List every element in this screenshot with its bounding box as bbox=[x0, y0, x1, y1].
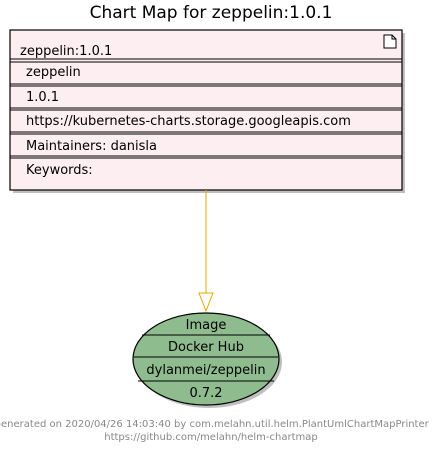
chart-repo-url-row: https://kubernetes-charts.storage.google… bbox=[26, 114, 351, 129]
chart-node-header: zeppelin:1.0.1 bbox=[20, 44, 112, 59]
arrowhead-icon bbox=[198, 292, 214, 313]
chart-keywords-row: Keywords: bbox=[26, 163, 93, 178]
diagram-title: Chart Map for zeppelin:1.0.1 bbox=[90, 3, 333, 23]
chart-node: zeppelin:1.0.1 zeppelin 1.0.1 https://ku… bbox=[9, 29, 405, 193]
document-icon bbox=[383, 34, 397, 49]
chart-name-row: zeppelin bbox=[26, 65, 81, 80]
image-label-row: Image bbox=[186, 318, 227, 333]
image-node-ellipse bbox=[132, 312, 280, 406]
image-registry-row: Docker Hub bbox=[168, 340, 244, 355]
chart-version-row: 1.0.1 bbox=[26, 90, 59, 105]
image-repository-row: dylanmei/zeppelin bbox=[146, 363, 265, 378]
footer-link-text: https://github.com/melahn/helm-chartmap bbox=[104, 432, 318, 443]
chart-maintainers-row: Maintainers: danisla bbox=[26, 139, 157, 154]
dependency-connector bbox=[198, 190, 214, 313]
image-node: Image Docker Hub dylanmei/zeppelin 0.7.2 bbox=[132, 312, 282, 408]
footer-generated-text: Generated on 2020/04/26 14:03:40 by com.… bbox=[0, 419, 430, 430]
image-tag-row: 0.7.2 bbox=[189, 386, 222, 401]
